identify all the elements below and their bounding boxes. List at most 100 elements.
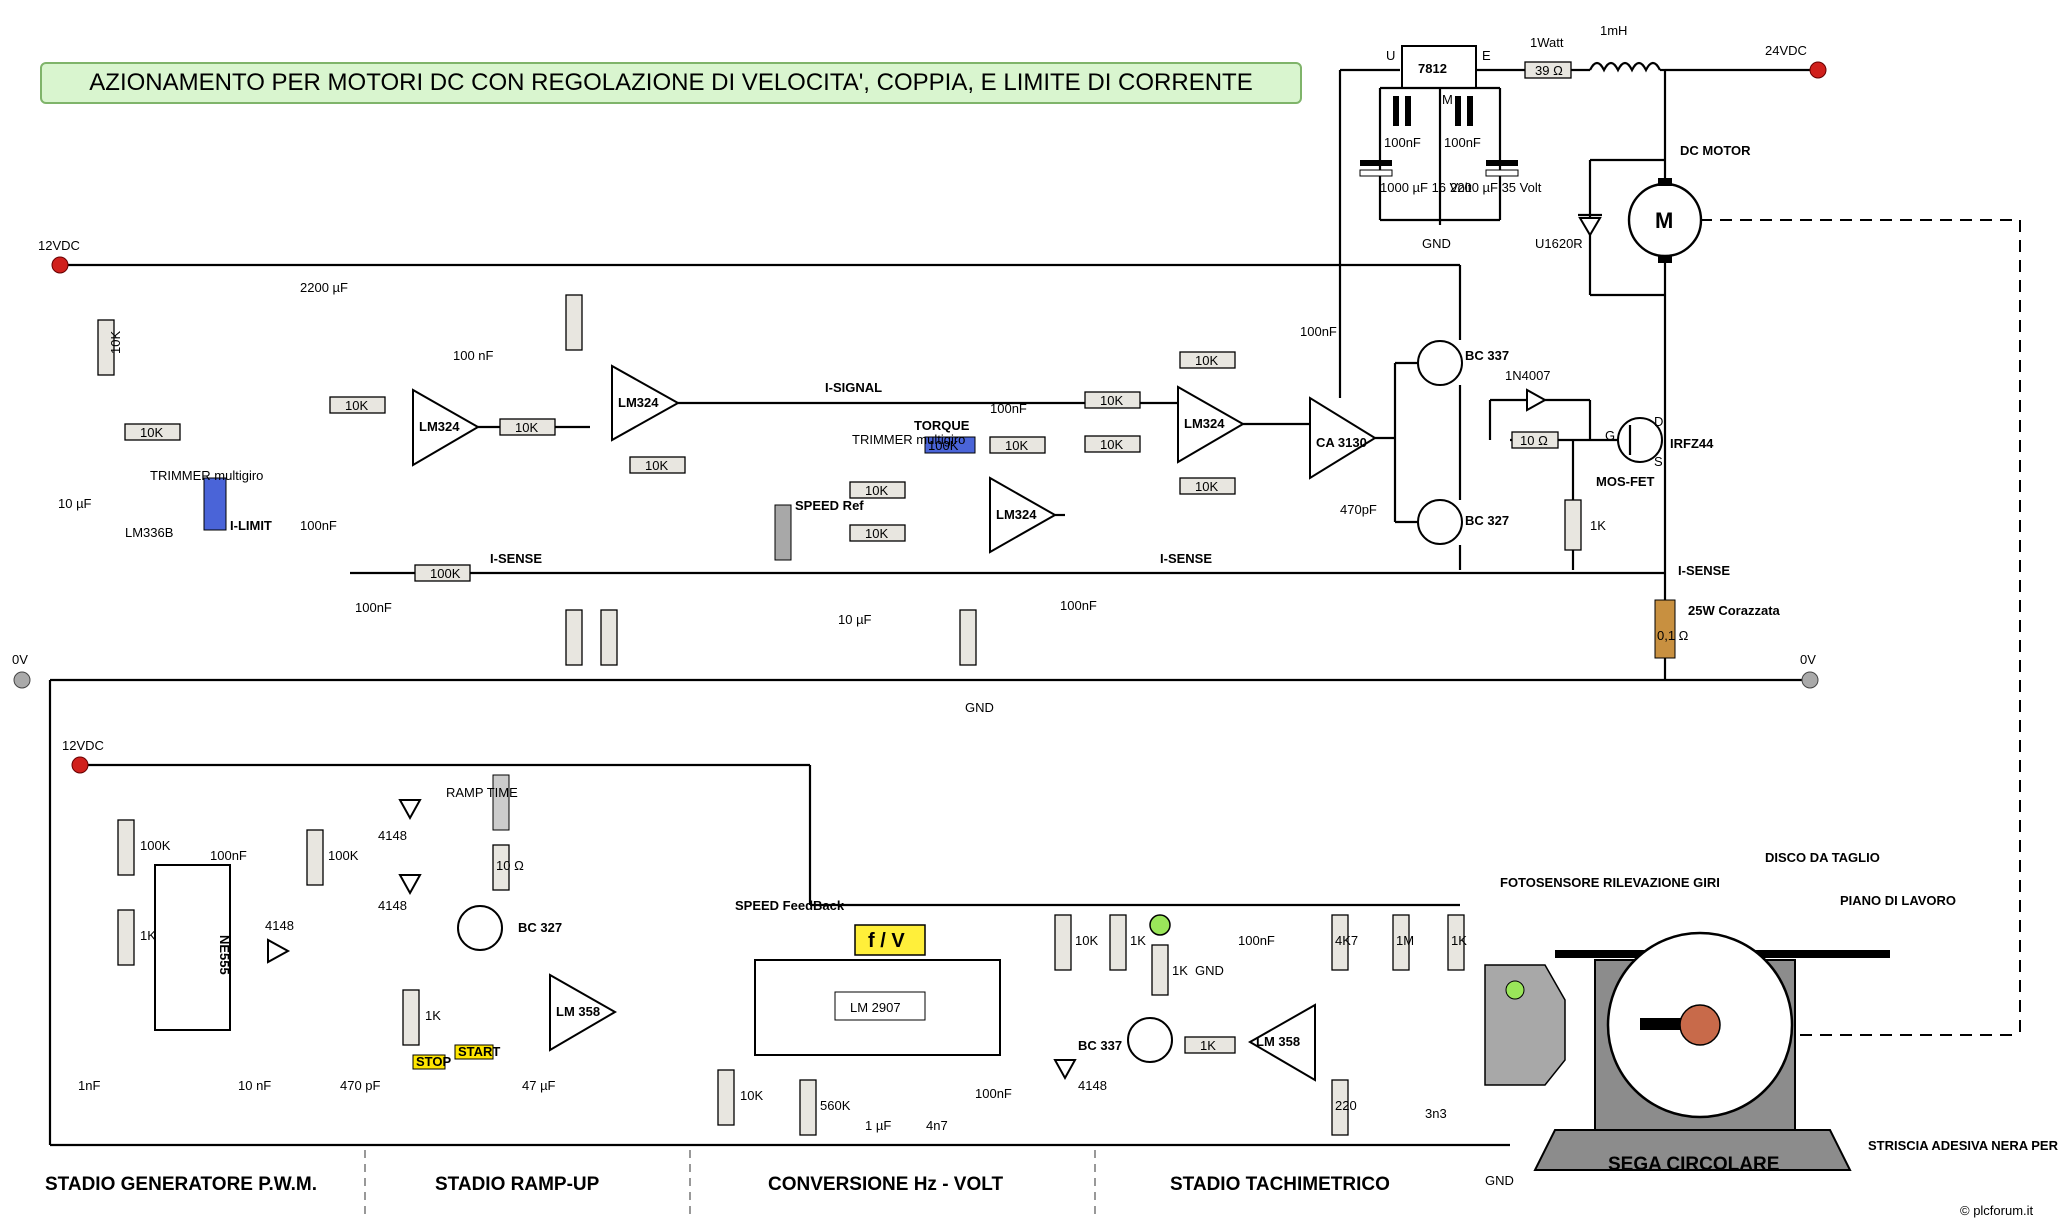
opamp-lm358-tacho	[1247, 1003, 1316, 1082]
terminal-0v-left	[13, 671, 31, 689]
svg-text:1K: 1K	[1451, 933, 1467, 948]
svg-text:100K: 100K	[140, 838, 171, 853]
svg-text:1K: 1K	[140, 928, 156, 943]
mosfet-block: 10K G D S IRFZ44 MOS-FET 10 Ω 1N4007 1K …	[1488, 368, 1781, 659]
upper-resistors: 10K 10K TRIMMER multigiro I-LIMIT 10K 10…	[58, 280, 1236, 715]
fv-badge	[854, 924, 926, 956]
svg-text:10K: 10K	[1195, 479, 1218, 494]
stage-sega: SEGA CIRCOLARE	[1608, 1154, 1779, 1175]
diode-4148-b	[398, 874, 422, 896]
svg-text:39 Ω: 39 Ω	[1535, 63, 1563, 78]
svg-text:10 µF: 10 µF	[838, 612, 872, 627]
button-stop	[412, 1054, 446, 1070]
svg-text:10 Ω: 10 Ω	[1520, 433, 1548, 448]
label-1mh: 1mH	[1600, 23, 1627, 38]
svg-text:D: D	[1654, 414, 1663, 429]
photosensor	[1484, 964, 1566, 1086]
svg-text:LM324: LM324	[618, 395, 659, 410]
stage-tachimetrico: STADIO TACHIMETRICO	[1170, 1174, 1390, 1195]
opamp-lm324-2	[611, 364, 681, 442]
label-c2200u: 2200 µF 35 Volt	[1450, 180, 1542, 195]
label-1watt: 1Watt	[1530, 35, 1564, 50]
svg-text:100nF: 100nF	[1444, 135, 1481, 150]
svg-text:560K: 560K	[820, 1098, 851, 1113]
label-speed-feedback: SPEED FeedBack	[735, 898, 845, 913]
ramp-stage: 4148 4148 RAMP TIME 10 Ω BC 327 1K STOP …	[378, 774, 618, 1093]
svg-text:100nF: 100nF	[975, 1086, 1012, 1101]
trimmer-ilimit	[203, 477, 227, 531]
reg-pin-m: M	[1442, 92, 1453, 107]
led-indicator	[1149, 914, 1171, 936]
tacho-stage: 1K 1K BC 337 1K LM 358 100nF GND 4K7 1M …	[1078, 914, 1514, 1188]
svg-text:LM324: LM324	[419, 419, 460, 434]
svg-text:S: S	[1654, 454, 1663, 469]
terminal-24v	[1809, 61, 1827, 79]
svg-text:4148: 4148	[1078, 1078, 1107, 1093]
svg-text:3n3: 3n3	[1425, 1106, 1447, 1121]
svg-text:10K: 10K	[865, 483, 888, 498]
label-12vdc-bottom: 12VDC	[62, 738, 104, 753]
svg-text:4148: 4148	[265, 918, 294, 933]
svg-text:0,1 Ω: 0,1 Ω	[1657, 628, 1689, 643]
resistor-shunt	[1654, 599, 1676, 659]
label-speed-ref: SPEED Ref	[795, 498, 864, 513]
svg-text:1 µF: 1 µF	[865, 1118, 891, 1133]
stage-pwm: STADIO GENERATORE P.W.M.	[45, 1174, 317, 1195]
svg-text:10K: 10K	[1100, 393, 1123, 408]
label-470pf: 470pF	[1340, 502, 1377, 517]
svg-text:GND: GND	[1195, 963, 1224, 978]
svg-text:1K: 1K	[1172, 963, 1188, 978]
stage-ramp: STADIO RAMP-UP	[435, 1174, 600, 1195]
svg-text:100nF: 100nF	[300, 518, 337, 533]
trimmer-speed-ref	[774, 504, 792, 561]
regulator-7812	[1401, 45, 1477, 89]
svg-text:10K: 10K	[1100, 437, 1123, 452]
terminal-12v-bottom	[71, 756, 89, 774]
svg-text:100nF: 100nF	[1384, 135, 1421, 150]
opamp-lm324-3	[989, 476, 1058, 554]
opamp-lm324-4	[1177, 385, 1246, 464]
svg-text:LM 2907: LM 2907	[850, 1000, 901, 1015]
label-trimmer-ilimit: TRIMMER multigiro	[150, 468, 263, 483]
label-isense-right: I-SENSE	[1678, 563, 1730, 578]
svg-text:1nF: 1nF	[78, 1078, 100, 1093]
label-c2200: 2200 µF	[300, 280, 348, 295]
label-0v-right: 0V	[1800, 652, 1816, 667]
trimmer-torque	[924, 436, 976, 454]
diode-4148-a	[398, 799, 422, 821]
svg-text:100K: 100K	[328, 848, 359, 863]
svg-text:10 µF: 10 µF	[58, 496, 92, 511]
transistor-bc337-tacho	[1127, 1017, 1173, 1063]
svg-text:BC 327: BC 327	[518, 920, 562, 935]
label-c1000u: 1000 µF 16 Volt	[1380, 180, 1472, 195]
svg-text:G: G	[1605, 428, 1615, 443]
svg-text:IRFZ44: IRFZ44	[1670, 436, 1714, 451]
svg-text:NE555: NE555	[217, 935, 232, 975]
svg-text:100nF: 100nF	[355, 600, 392, 615]
svg-text:f / V: f / V	[868, 930, 905, 952]
label-12vdc-top: 12VDC	[38, 238, 80, 253]
svg-text:1K: 1K	[1130, 933, 1146, 948]
label-disco: DISCO DA TAGLIO	[1765, 850, 1880, 865]
svg-text:100nF: 100nF	[1300, 324, 1337, 339]
label-isignal: I-SIGNAL	[825, 380, 882, 395]
diagram-title: AZIONAMENTO PER MOTORI DC CON REGOLAZION…	[40, 62, 1302, 104]
svg-text:GND: GND	[1485, 1173, 1514, 1188]
resistor-1k-gate	[1564, 499, 1582, 551]
svg-text:LM 358: LM 358	[1256, 1034, 1300, 1049]
label-fotosensore: FOTOSENSORE RILEVAZIONE GIRI	[1500, 875, 1720, 890]
svg-text:470 pF: 470 pF	[340, 1078, 381, 1093]
terminal-0v-right	[1801, 671, 1819, 689]
label-trimmer-torque: TRIMMER multigiro	[852, 432, 965, 447]
regulator-block: 7812 U E M 39 Ω 1Watt 1mH 100nF 100nF 10…	[1359, 23, 1665, 251]
saw-block: FOTOSENSORE RILEVAZIONE GIRI DISCO DA TA…	[1484, 850, 2060, 1175]
svg-text:1K: 1K	[1200, 1038, 1216, 1053]
label-piano: PIANO DI LAVORO	[1840, 893, 1956, 908]
opamp-lm324-1	[412, 388, 481, 467]
svg-text:10K: 10K	[740, 1088, 763, 1103]
driver-block: BC 337 BC 327 CA 3130 100nF 470pF	[1300, 265, 1509, 570]
regulator-label: 7812	[1418, 61, 1447, 76]
reg-pin-e: E	[1482, 48, 1491, 63]
svg-text:10K: 10K	[140, 425, 163, 440]
label-striscia: STRISCIA ADESIVA NERA PER OTTENERE L' IM…	[1868, 1138, 2060, 1153]
